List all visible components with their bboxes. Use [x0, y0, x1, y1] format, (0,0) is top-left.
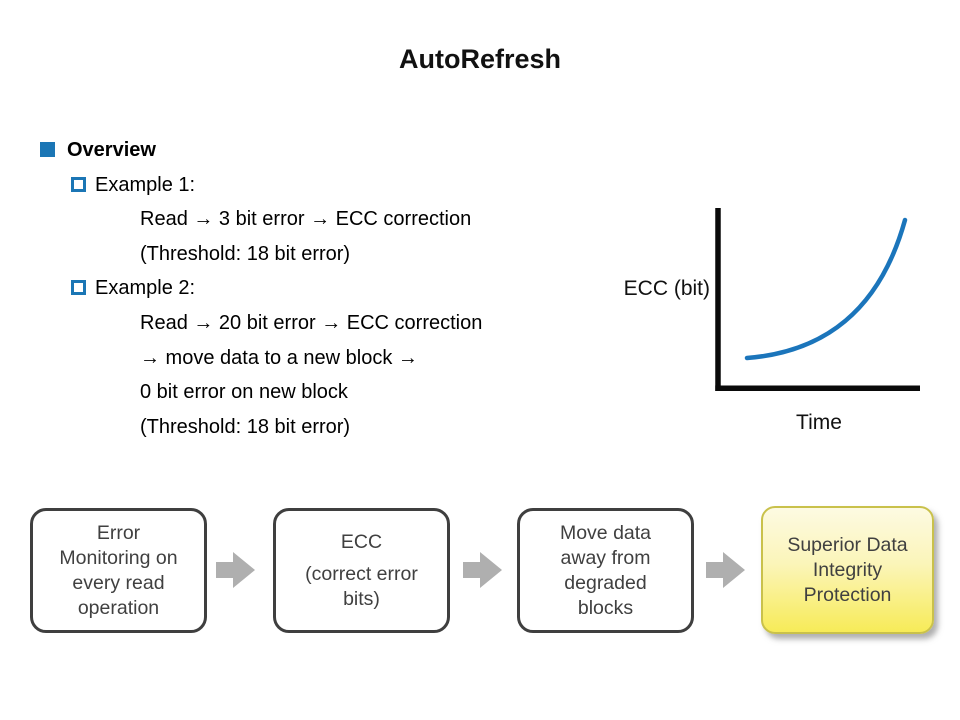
flow-step-ecc: ECC (correct error bits) [273, 508, 450, 633]
right-arrow-icon [706, 552, 745, 588]
flow-step-line: operation [77, 596, 160, 619]
flow-step-line: Error [96, 521, 141, 544]
example-1-line-1: Read → 3 bit error → ECC correction [140, 208, 472, 231]
flow-step-line: degraded [564, 571, 647, 594]
example-1-row: Example 1: [0, 168, 620, 203]
overview-row: Overview [0, 133, 620, 168]
chart-y-axis-label: ECC (bit) [623, 277, 710, 300]
flow-step-line: Superior Data [787, 533, 908, 556]
flow-step-line: ECC [340, 530, 383, 553]
example-2-line-4: (Threshold: 18 bit error) [140, 415, 351, 438]
ecc-vs-time-chart [715, 208, 920, 391]
hollow-square-bullet-icon [71, 280, 86, 296]
flow-step-line: every read [72, 571, 165, 594]
flow-step-line: Integrity [812, 558, 883, 581]
chart-exponential-curve [744, 217, 908, 361]
example-2-label: Example 2: [95, 277, 196, 300]
overview-heading: Overview [67, 139, 156, 161]
right-arrow-icon [463, 552, 502, 588]
flow-step-line: Protection [803, 583, 892, 606]
slide-title: AutoRefresh [398, 44, 561, 74]
filled-square-bullet-icon [40, 142, 55, 157]
example-2-line-1: Read → 20 bit error → ECC correction [140, 311, 483, 334]
flow-step-line: away from [560, 546, 651, 569]
flow-step-line: Move data [559, 521, 652, 544]
flow-step-line: Monitoring on [59, 546, 178, 569]
flow-step-line: blocks [577, 596, 634, 619]
flow-step-error-monitoring: Error Monitoring on every read operation [30, 508, 207, 633]
overview-list: Overview Example 1: Read → 3 bit error →… [0, 133, 620, 444]
example-2-row: Example 2: [0, 271, 620, 306]
example-2-line-3: 0 bit error on new block [140, 381, 348, 404]
example-2-line-2: → move data to a new block → [140, 346, 418, 369]
flow-step-line: (correct error [305, 562, 418, 585]
chart-x-axis-label: Time [796, 411, 842, 434]
flow-result-superior-data-integrity: Superior Data Integrity Protection [761, 506, 934, 634]
example-1-label: Example 1: [95, 173, 196, 196]
right-arrow-icon [216, 552, 255, 588]
flow-step-line: bits) [343, 587, 380, 610]
hollow-square-bullet-icon [71, 176, 86, 192]
example-1-line-2: (Threshold: 18 bit error) [140, 242, 351, 265]
flow-step-move-data: Move data away from degraded blocks [517, 508, 694, 633]
